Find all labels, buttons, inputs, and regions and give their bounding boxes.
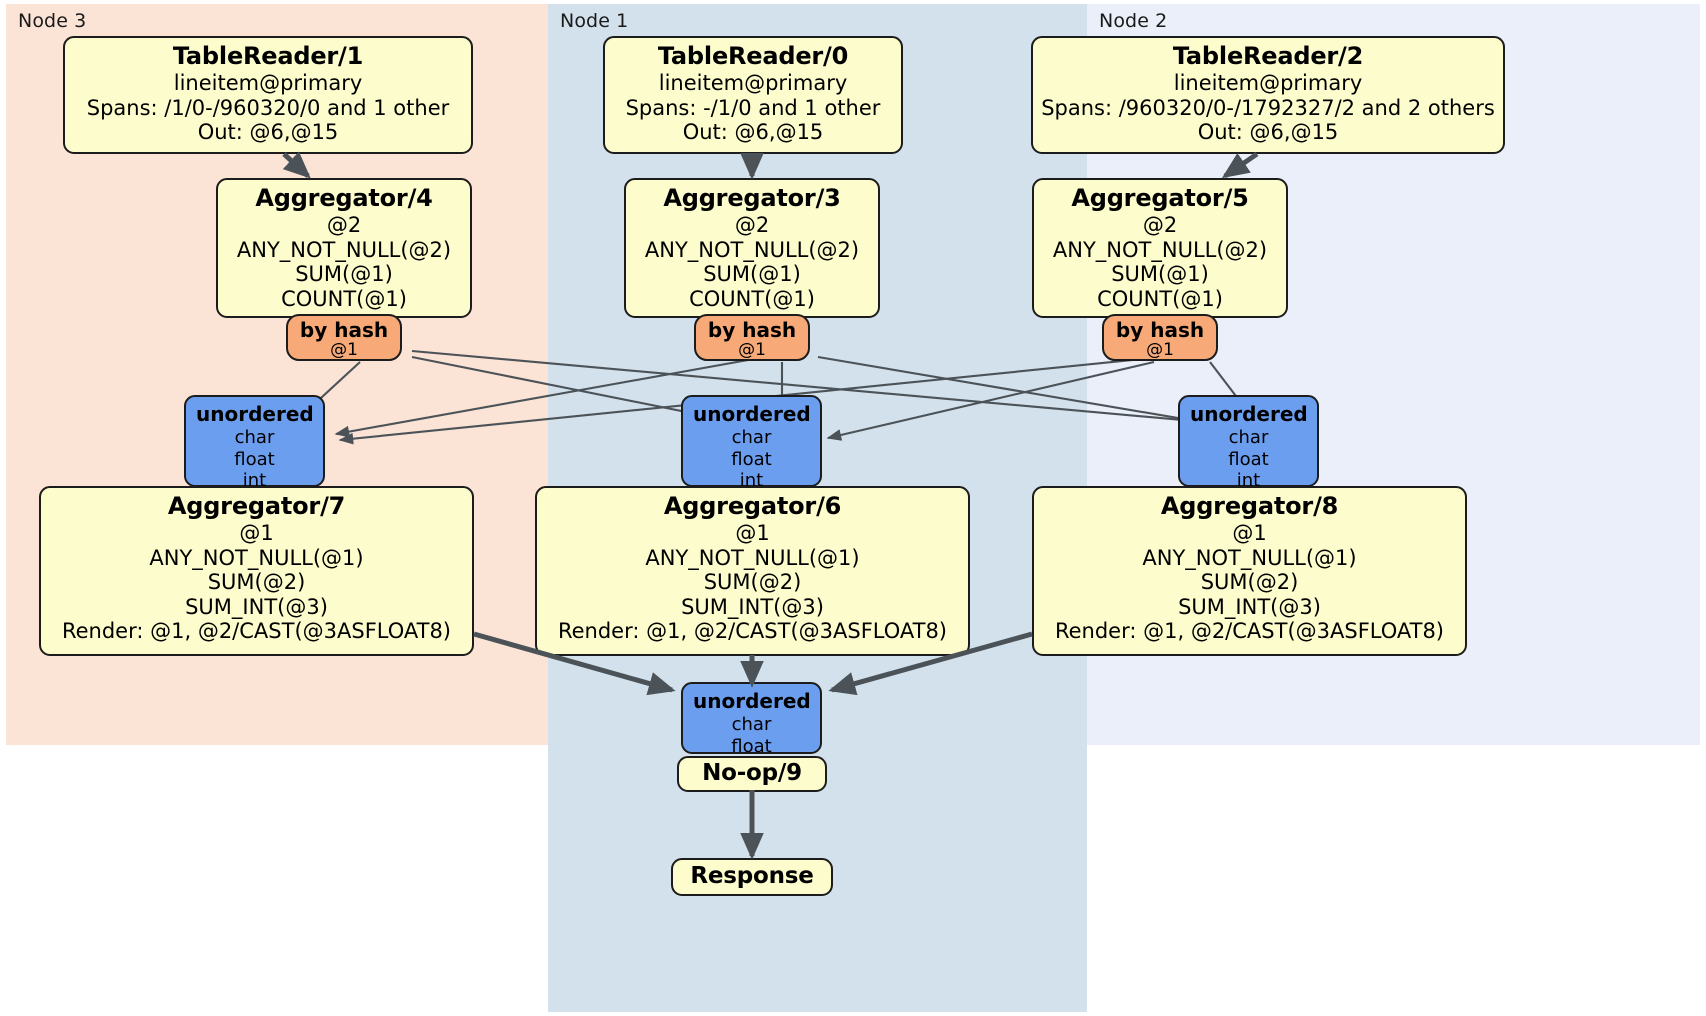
processor-agg-3: SUM_INT(@3) [185,594,328,619]
processor-agg-2: SUM(@2) [1200,570,1299,595]
processor-aggregator-5[interactable]: Aggregator/5 @2 ANY_NOT_NULL(@2) SUM(@1)… [1032,178,1288,318]
router-key: @1 [330,340,358,361]
synchronizer-title: unordered [1190,402,1308,426]
processor-response[interactable]: Response [671,858,833,896]
processor-group: @2 [734,213,770,238]
processor-group: @1 [1232,521,1267,546]
processor-group: @2 [326,213,362,238]
processor-render: Render: @1, @2/CAST(@3ASFLOAT8) [1054,619,1445,644]
router-by-hash-node1[interactable]: by hash @1 [694,314,810,361]
processor-agg-2: SUM(@1) [295,262,393,287]
processor-render: Render: @1, @2/CAST(@3ASFLOAT8) [61,619,452,644]
synchronizer-type-2: float [731,448,772,470]
synchronizer-title: unordered [693,689,811,713]
processor-agg-2: SUM(@1) [703,262,801,287]
router-by-hash-node2[interactable]: by hash @1 [1102,314,1218,361]
synchronizer-type-2: float [234,448,275,470]
processor-aggregator-6[interactable]: Aggregator/6 @1 ANY_NOT_NULL(@1) SUM(@2)… [535,486,970,656]
processor-agg-3: COUNT(@1) [1097,286,1223,311]
processor-table: lineitem@primary [173,71,363,96]
synchronizer-unordered-node3[interactable]: unordered char float int [184,395,325,491]
processor-agg-1: ANY_NOT_NULL(@2) [644,237,860,262]
processor-tablereader-1[interactable]: TableReader/1 lineitem@primary Spans: /1… [63,36,473,154]
processor-spans: Spans: /960320/0-/1792327/2 and 2 others [1041,95,1495,120]
processor-agg-3: COUNT(@1) [689,286,815,311]
processor-title: Aggregator/8 [1160,492,1339,520]
router-title: by hash [299,318,389,342]
processor-agg-1: ANY_NOT_NULL(@1) [645,545,860,570]
router-key: @1 [738,340,766,361]
processor-spans: Spans: /1/0-/960320/0 and 1 other [86,95,450,120]
node-panel-label-node2: Node 2 [1099,10,1168,32]
node-panel-label-node3: Node 3 [18,10,87,32]
router-title: by hash [1115,318,1205,342]
processor-title: Aggregator/6 [663,492,842,520]
synchronizer-type-3: int [739,470,764,492]
processor-agg-1: ANY_NOT_NULL(@1) [149,545,364,570]
processor-table: lineitem@primary [1173,71,1363,96]
processor-title: Aggregator/7 [167,492,346,520]
router-key: @1 [1146,340,1174,361]
processor-group: @1 [735,521,770,546]
processor-out: Out: @6,@15 [197,120,339,145]
synchronizer-type-2: float [731,735,772,757]
router-by-hash-node3[interactable]: by hash @1 [286,314,402,361]
processor-agg-2: SUM(@2) [703,570,802,595]
processor-title: TableReader/0 [657,42,849,70]
synchronizer-unordered-final[interactable]: unordered char float [681,682,822,757]
processor-out: Out: @6,@15 [682,120,824,145]
synchronizer-unordered-node1[interactable]: unordered char float int [681,395,822,491]
processor-aggregator-8[interactable]: Aggregator/8 @1 ANY_NOT_NULL(@1) SUM(@2)… [1032,486,1467,656]
processor-spans: Spans: -/1/0 and 1 other [625,95,881,120]
processor-agg-2: SUM(@1) [1111,262,1209,287]
processor-group: @1 [239,521,274,546]
processor-agg-1: ANY_NOT_NULL(@2) [236,237,452,262]
processor-table: lineitem@primary [658,71,848,96]
processor-agg-3: SUM_INT(@3) [1178,594,1321,619]
synchronizer-title: unordered [196,402,314,426]
synchronizer-type-2: float [1228,448,1269,470]
processor-agg-1: ANY_NOT_NULL(@2) [1052,237,1268,262]
synchronizer-type-1: char [731,427,772,448]
processor-title: Aggregator/5 [1071,184,1249,212]
processor-aggregator-7[interactable]: Aggregator/7 @1 ANY_NOT_NULL(@1) SUM(@2)… [39,486,474,656]
processor-title: Aggregator/3 [663,184,841,212]
synchronizer-unordered-node2[interactable]: unordered char float int [1178,395,1319,491]
processor-title: Response [690,863,814,889]
processor-agg-2: SUM(@2) [207,570,306,595]
synchronizer-type-3: int [1236,470,1261,492]
node-panel-label-node1: Node 1 [560,10,629,32]
processor-tablereader-0[interactable]: TableReader/0 lineitem@primary Spans: -/… [603,36,903,154]
synchronizer-title: unordered [693,402,811,426]
processor-group: @2 [1142,213,1178,238]
processor-agg-1: ANY_NOT_NULL(@1) [1142,545,1357,570]
processor-render: Render: @1, @2/CAST(@3ASFLOAT8) [557,619,948,644]
processor-agg-3: SUM_INT(@3) [681,594,824,619]
synchronizer-type-3: int [242,470,267,492]
synchronizer-type-1: char [234,427,275,448]
processor-title: TableReader/2 [1172,42,1364,70]
processor-aggregator-4[interactable]: Aggregator/4 @2 ANY_NOT_NULL(@2) SUM(@1)… [216,178,472,318]
router-title: by hash [707,318,797,342]
processor-noop-9[interactable]: No-op/9 [677,756,827,792]
processor-title: TableReader/1 [172,42,364,70]
processor-title: Aggregator/4 [255,184,433,212]
synchronizer-type-1: char [731,714,772,735]
processor-tablereader-2[interactable]: TableReader/2 lineitem@primary Spans: /9… [1031,36,1505,154]
processor-out: Out: @6,@15 [1197,120,1339,145]
synchronizer-type-1: char [1228,427,1269,448]
processor-aggregator-3[interactable]: Aggregator/3 @2 ANY_NOT_NULL(@2) SUM(@1)… [624,178,880,318]
processor-title: No-op/9 [702,760,802,786]
processor-agg-3: COUNT(@1) [281,286,407,311]
